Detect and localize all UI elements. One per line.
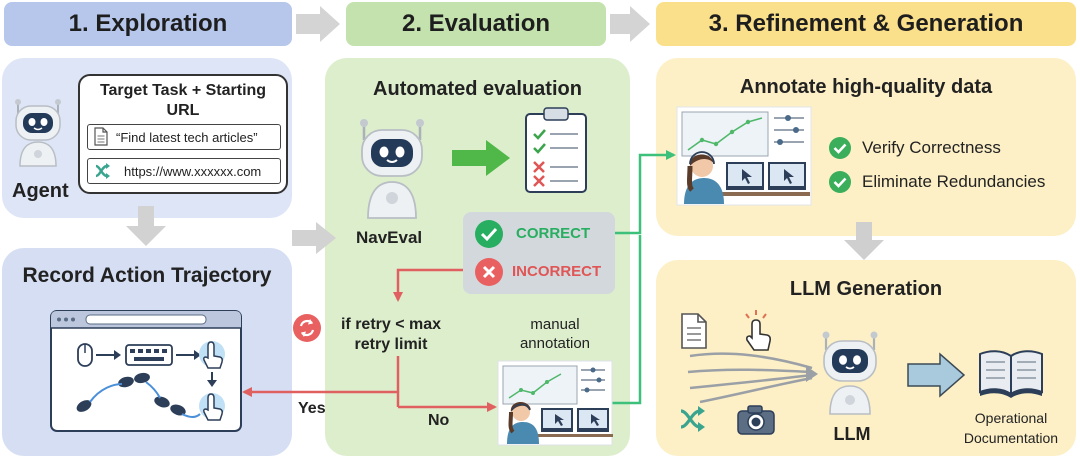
input-flow-line-4 xyxy=(699,376,813,404)
url-text: https://www.xxxxxx.com xyxy=(124,164,262,179)
book-icon xyxy=(979,350,1043,398)
explore-down-arrow xyxy=(126,206,166,246)
green-process-arrow xyxy=(452,140,510,176)
naveval-label: NavEval xyxy=(356,228,423,247)
evaluation-header: 2. Evaluation xyxy=(346,2,606,46)
yes-label: Yes xyxy=(298,400,326,417)
no-label: No xyxy=(428,412,450,429)
document-icon xyxy=(94,127,108,146)
llm-to-docs-arrow xyxy=(907,352,966,398)
input-flow-line-3 xyxy=(689,373,813,390)
eliminate-redundancies-label: Eliminate Redundancies xyxy=(862,172,1046,191)
llm-robot-icon xyxy=(822,331,878,415)
input-flow-arrowhead xyxy=(806,366,818,382)
input-flow-line-1 xyxy=(689,352,813,370)
incorrect-label: INCORRECT xyxy=(512,263,602,280)
retry-icon xyxy=(293,314,321,342)
header-arrow-2 xyxy=(610,6,650,42)
annotate-title: Annotate high-quality data xyxy=(739,76,993,98)
data-annotator-illustration xyxy=(676,106,812,206)
manual-annotator-illustration xyxy=(497,360,613,446)
refinement-header: 3. Refinement & Generation xyxy=(656,2,1076,46)
explore-to-eval-arrow xyxy=(292,222,336,254)
verify-correctness-label: Verify Correctness xyxy=(862,138,1001,157)
agent-label: Agent xyxy=(12,180,69,202)
exploration-header: 1. Exploration xyxy=(4,2,292,46)
output-label-line2: Documentation xyxy=(963,430,1059,446)
agent-robot-icon xyxy=(15,99,61,167)
annotate-down-arrow xyxy=(844,222,884,260)
browser-window-illustration xyxy=(50,310,242,432)
manual-annotation-line1: manual xyxy=(530,316,580,333)
camera-input-icon xyxy=(737,405,775,435)
output-label-line1: Operational xyxy=(974,410,1048,426)
query-field xyxy=(87,124,281,150)
query-text: “Find latest tech articles” xyxy=(116,130,258,145)
manual-flow-line xyxy=(612,235,642,405)
document-input-icon xyxy=(681,313,707,349)
incorrect-x-icon xyxy=(475,258,503,286)
input-flow-line-2 xyxy=(687,368,813,374)
checklist-clipboard-icon xyxy=(525,107,587,193)
llm-label: LLM xyxy=(833,424,871,444)
redundancy-check-icon xyxy=(829,171,851,193)
record-trajectory-title: Record Action Trajectory xyxy=(22,264,272,287)
task-card-title-line1: Target Task + Starting xyxy=(99,82,267,99)
shuffle-input-icon xyxy=(680,406,705,432)
correct-check-icon xyxy=(475,220,503,248)
retry-condition-line1: if retry < max xyxy=(340,316,442,333)
url-field xyxy=(87,158,281,184)
automated-evaluation-title: Automated evaluation xyxy=(373,78,582,100)
incorrect-flow-line xyxy=(393,268,463,302)
llm-generation-title: LLM Generation xyxy=(789,278,943,300)
task-card-title-line2: URL xyxy=(166,102,200,119)
header-arrow-1 xyxy=(296,6,340,42)
verify-check-icon xyxy=(829,137,851,159)
naveval-robot-icon xyxy=(360,119,424,219)
correct-label: CORRECT xyxy=(516,225,591,242)
retry-condition-line2: retry limit xyxy=(354,336,428,353)
correct-flow-line xyxy=(600,150,676,235)
link-icon xyxy=(95,163,110,179)
tap-gesture-icon xyxy=(745,310,771,351)
manual-annotation-line2: annotation xyxy=(519,335,591,352)
